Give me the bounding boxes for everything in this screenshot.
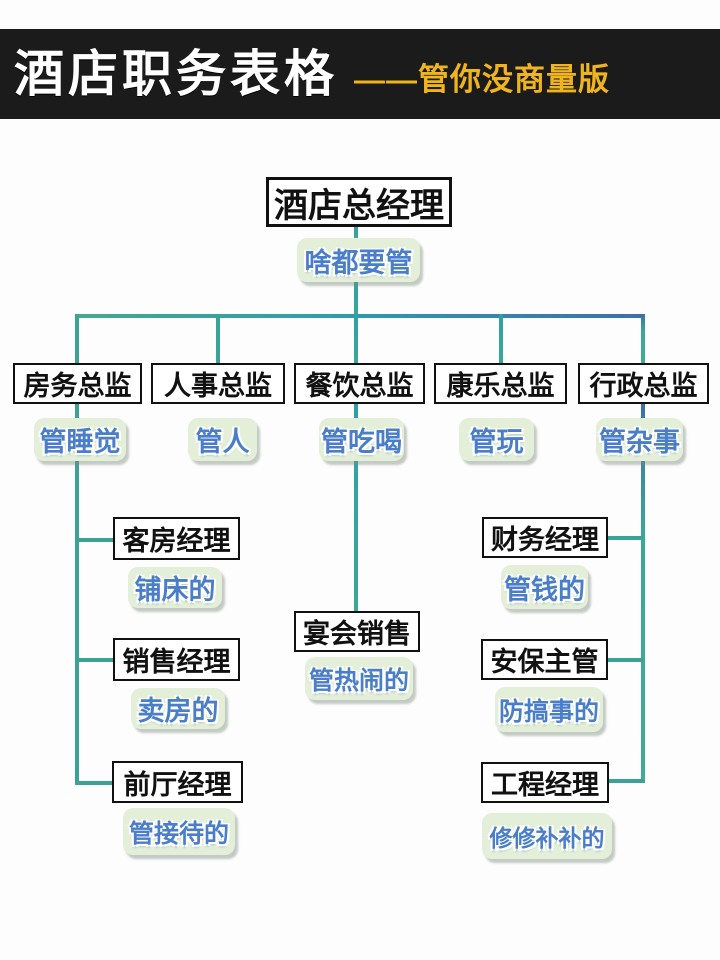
connector-drop-admin <box>641 314 645 363</box>
node-fnb-director: 餐饮总监 <box>294 363 425 404</box>
note-admin-director-label: 管杂事 <box>599 427 680 457</box>
node-recreation-director: 康乐总监 <box>434 363 567 404</box>
node-general-manager: 酒店总经理 <box>266 177 452 227</box>
connector-left-stub-2 <box>75 658 115 662</box>
connector-right-elbow <box>607 779 644 783</box>
connector-right-stub-1 <box>606 536 643 540</box>
node-banquet-sales-label: 宴会销售 <box>303 619 411 649</box>
connector-center-trunk <box>354 404 358 612</box>
note-general-manager-label: 啥都要管 <box>304 247 413 278</box>
node-sales-manager: 销售经理 <box>113 638 240 681</box>
connector-drop-hr <box>216 314 220 363</box>
note-finance-manager-label: 管钱的 <box>504 574 585 605</box>
node-banquet-sales: 宴会销售 <box>294 611 420 652</box>
note-banquet-sales-label: 管热闹的 <box>308 666 409 695</box>
connector-drop-rec <box>499 314 503 363</box>
connector-right-trunk <box>641 404 645 783</box>
note-housekeeping-manager-label: 铺床的 <box>134 575 216 605</box>
node-front-office-manager: 前厅经理 <box>112 761 243 803</box>
node-sales-manager-label: 销售经理 <box>122 647 231 677</box>
connector-left-stub-1 <box>75 538 115 542</box>
connector-note-to-bus <box>354 281 358 315</box>
node-housekeeping-manager: 客房经理 <box>113 517 240 560</box>
connector-right-stub-2 <box>606 658 643 662</box>
connector-drop-rooms <box>75 314 79 363</box>
note-hr-director-label: 管人 <box>195 427 250 457</box>
note-housekeeping-manager: 铺床的 <box>128 567 222 608</box>
note-recreation-director: 管玩 <box>459 418 534 461</box>
node-admin-director-label: 行政总监 <box>589 371 698 401</box>
connector-root-to-note <box>354 226 358 239</box>
page-title: 酒店职务表格 <box>14 46 338 102</box>
note-recreation-director-label: 管玩 <box>469 427 524 457</box>
note-general-manager: 啥都要管 <box>297 238 420 282</box>
node-front-office-manager-label: 前厅经理 <box>123 769 232 800</box>
connector-left-trunk <box>75 404 79 785</box>
node-housekeeping-manager-label: 客房经理 <box>122 526 231 556</box>
note-front-office-manager-label: 管接待的 <box>128 819 229 848</box>
note-fnb-director-label: 管吃喝 <box>321 427 402 457</box>
node-finance-manager: 财务经理 <box>482 517 608 558</box>
node-hr-director-label: 人事总监 <box>164 371 272 401</box>
node-fnb-director-label: 餐饮总监 <box>305 371 414 401</box>
node-finance-manager-label: 财务经理 <box>491 525 599 555</box>
note-admin-director: 管杂事 <box>596 418 683 461</box>
note-sales-manager-label: 卖房的 <box>137 696 219 726</box>
node-engineering-manager-label: 工程经理 <box>491 770 599 800</box>
connector-left-elbow <box>75 781 114 785</box>
note-engineering-manager-label: 修修补补的 <box>489 825 605 851</box>
node-admin-director: 行政总监 <box>578 363 709 404</box>
node-rooms-director-label: 房务总监 <box>23 371 132 401</box>
page-subtitle: ——管你没商量版 <box>354 61 610 97</box>
note-rooms-director: 管睡觉 <box>34 418 126 461</box>
node-security-supervisor-label: 安保主管 <box>490 647 599 677</box>
note-banquet-sales: 管热闹的 <box>305 657 413 700</box>
note-hr-director: 管人 <box>188 418 257 461</box>
header-banner: 酒店职务表格 ——管你没商量版 <box>0 29 720 119</box>
note-fnb-director: 管吃喝 <box>319 418 404 461</box>
node-engineering-manager: 工程经理 <box>481 762 609 803</box>
note-rooms-director-label: 管睡觉 <box>39 427 121 457</box>
note-security-supervisor: 防搞事的 <box>495 687 603 732</box>
note-sales-manager: 卖房的 <box>131 688 225 729</box>
node-rooms-director: 房务总监 <box>13 363 142 404</box>
note-security-supervisor-label: 防搞事的 <box>498 697 599 726</box>
node-security-supervisor: 安保主管 <box>481 639 608 680</box>
connector-main-bus <box>75 314 645 318</box>
connector-drop-fnb <box>354 314 358 363</box>
node-recreation-director-label: 康乐总监 <box>446 371 555 401</box>
note-finance-manager: 管钱的 <box>501 565 588 609</box>
note-engineering-manager: 修修补补的 <box>482 813 612 859</box>
node-general-manager-label: 酒店总经理 <box>274 186 444 225</box>
note-front-office-manager: 管接待的 <box>123 808 235 855</box>
node-hr-director: 人事总监 <box>151 363 285 404</box>
